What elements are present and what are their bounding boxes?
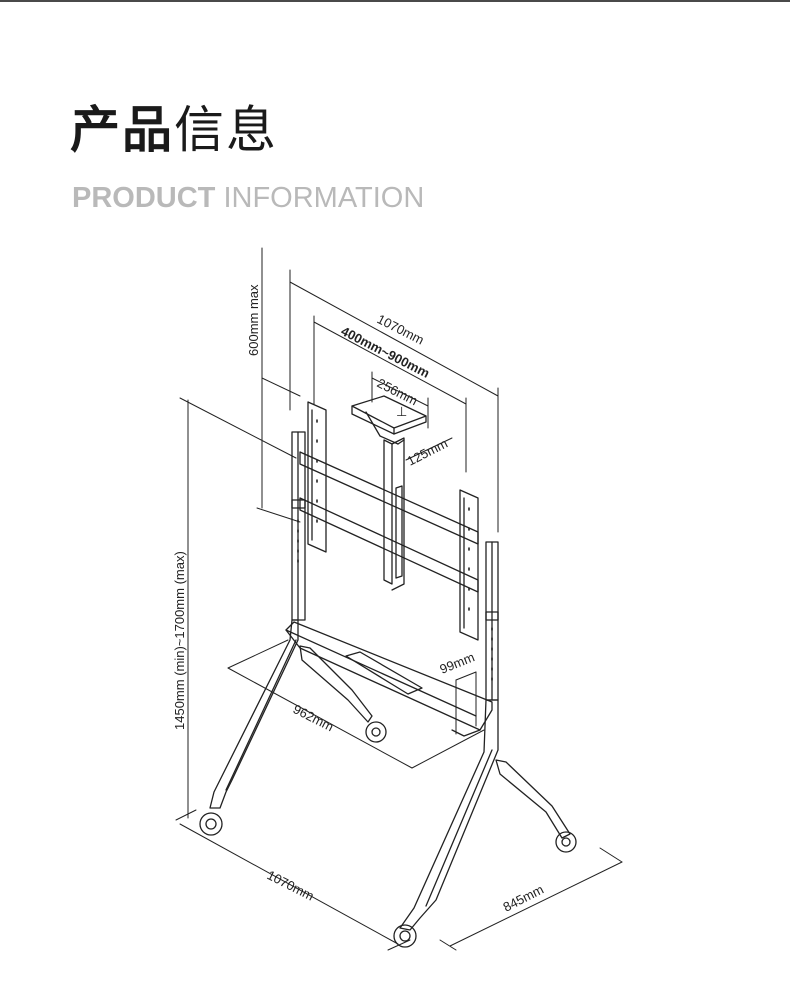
label-shelf-depth: 99mm <box>438 649 477 676</box>
dimension-lines <box>175 247 623 951</box>
label-plate-range: 600mm max <box>246 284 261 356</box>
title-bold: 产品 <box>70 101 174 159</box>
caster-wheels <box>199 721 577 948</box>
page-title: 产品信息 <box>70 100 278 160</box>
svg-text:⊥: ⊥ <box>396 404 407 419</box>
subtitle-light: INFORMATION <box>223 182 425 214</box>
title-light: 信息 <box>174 101 278 159</box>
page-subtitle: PRODUCT INFORMATION <box>72 180 424 216</box>
label-shelf-width: 962mm <box>291 701 336 734</box>
subtitle-bold: PRODUCT <box>72 182 216 214</box>
top-rule <box>0 0 790 2</box>
label-height-range: 1450mm (min)~1700mm (max) <box>172 551 187 730</box>
label-tray-depth: 125mm <box>405 436 450 469</box>
stand-structure: ⊥ <box>209 395 571 931</box>
label-base-width: 1070mm <box>265 867 317 903</box>
